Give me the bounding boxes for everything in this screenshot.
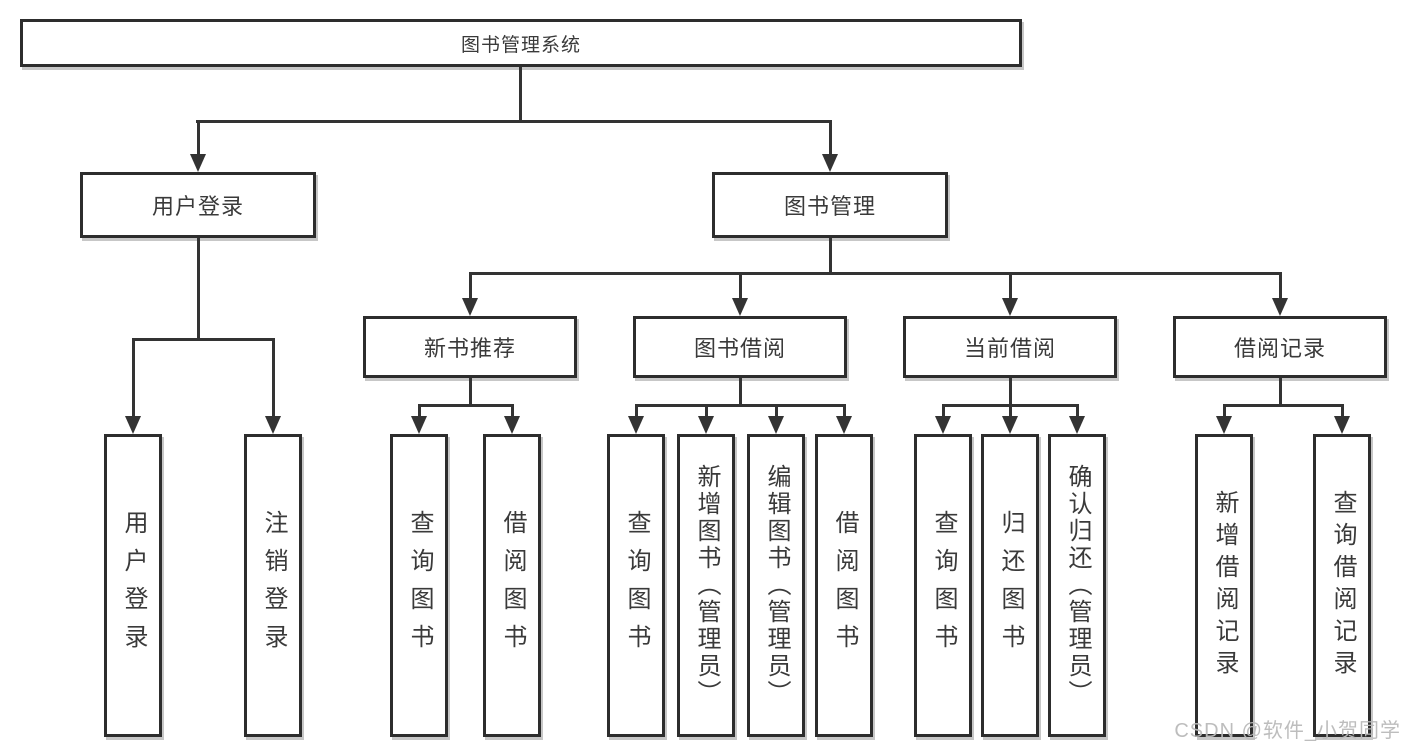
arrow-down-icon [1334, 416, 1350, 434]
connector-line [1279, 378, 1282, 404]
arrow-down-icon [698, 416, 714, 434]
connector-line [739, 378, 742, 404]
arrow-down-icon [190, 154, 206, 172]
arrow-down-icon [1002, 416, 1018, 434]
connector-line [197, 120, 200, 156]
connector-line [469, 272, 472, 298]
connector-line [739, 272, 742, 298]
leaf-add-books-admin: 新增图书（管理员） [677, 434, 735, 737]
arrow-down-icon [822, 154, 838, 172]
leaf-query-books-recommend: 查询图书 [390, 434, 448, 737]
arrow-down-icon [411, 416, 427, 434]
connector-line [843, 404, 846, 416]
connector-line [469, 272, 1282, 275]
node-root: 图书管理系统 [20, 19, 1022, 67]
arrow-down-icon [768, 416, 784, 434]
node-current-borrow-label: 当前借阅 [963, 336, 1056, 361]
connector-line [511, 404, 514, 416]
leaf-confirm-return-admin-label: 确认归还（管理员） [1064, 464, 1091, 707]
connector-line [418, 404, 514, 407]
leaf-query-books-recommend-label: 查询图书 [406, 509, 433, 662]
arrow-down-icon [504, 416, 520, 434]
connector-line [705, 404, 708, 416]
node-book-borrow-label: 图书借阅 [693, 336, 786, 361]
arrow-down-icon [1069, 416, 1085, 434]
leaf-edit-books-admin-label: 编辑图书（管理员） [763, 464, 790, 707]
connector-line [775, 404, 778, 416]
arrow-down-icon [836, 416, 852, 434]
connector-line [1076, 404, 1079, 416]
leaf-return-books-label: 归还图书 [997, 509, 1024, 662]
leaf-confirm-return-admin: 确认归还（管理员） [1048, 434, 1106, 737]
node-borrow-records: 借阅记录 [1173, 316, 1387, 378]
arrow-down-icon [265, 416, 281, 434]
leaf-query-books-label: 查询图书 [623, 509, 650, 662]
watermark: CSDN @软件_小贺同学 [1174, 720, 1401, 742]
node-new-book-recommend: 新书推荐 [363, 316, 577, 378]
leaf-return-books: 归还图书 [981, 434, 1039, 737]
leaf-logout: 注销登录 [244, 434, 302, 737]
leaf-add-books-admin-label: 新增图书（管理员） [693, 464, 720, 707]
connector-line [519, 67, 522, 120]
connector-line [196, 120, 832, 123]
node-user-login: 用户登录 [80, 172, 316, 238]
connector-line [1009, 272, 1012, 298]
connector-line [1223, 404, 1226, 416]
node-book-borrow: 图书借阅 [633, 316, 847, 378]
arrow-down-icon [1216, 416, 1232, 434]
connector-line [635, 404, 638, 416]
connector-line [1009, 404, 1012, 416]
leaf-query-books-current: 查询图书 [914, 434, 972, 737]
arrow-down-icon [1002, 298, 1018, 316]
node-book-management-label: 图书管理 [783, 194, 876, 219]
connector-line [418, 404, 421, 416]
leaf-borrow-books: 借阅图书 [815, 434, 873, 737]
connector-line [1341, 404, 1344, 416]
leaf-logout-label: 注销登录 [260, 509, 287, 662]
leaf-edit-books-admin: 编辑图书（管理员） [747, 434, 805, 737]
node-book-management: 图书管理 [712, 172, 948, 238]
leaf-user-login: 用户登录 [104, 434, 162, 737]
node-current-borrow: 当前借阅 [903, 316, 1117, 378]
connector-line [469, 378, 472, 404]
leaf-add-borrow-record-label: 新增借阅记录 [1211, 489, 1238, 682]
connector-line [829, 238, 832, 272]
connector-line [132, 338, 135, 416]
connector-line [829, 120, 832, 156]
connector-line [272, 338, 275, 416]
leaf-query-borrow-record-label: 查询借阅记录 [1329, 489, 1356, 682]
arrow-down-icon [935, 416, 951, 434]
connector-line [1279, 272, 1282, 298]
arrow-down-icon [628, 416, 644, 434]
leaf-borrow-books-recommend: 借阅图书 [483, 434, 541, 737]
arrow-down-icon [732, 298, 748, 316]
connector-line [942, 404, 945, 416]
node-borrow-records-label: 借阅记录 [1233, 336, 1326, 361]
leaf-add-borrow-record: 新增借阅记录 [1195, 434, 1253, 737]
connector-line [1223, 404, 1344, 407]
connector-line [635, 404, 846, 407]
connector-line [132, 338, 275, 341]
node-new-book-recommend-label: 新书推荐 [423, 336, 516, 361]
leaf-query-books: 查询图书 [607, 434, 665, 737]
node-user-login-label: 用户登录 [151, 194, 244, 219]
leaf-query-books-current-label: 查询图书 [930, 509, 957, 662]
arrow-down-icon [462, 298, 478, 316]
leaf-query-borrow-record: 查询借阅记录 [1313, 434, 1371, 737]
arrow-down-icon [125, 416, 141, 434]
connector-line [197, 238, 200, 338]
node-root-label: 图书管理系统 [460, 34, 581, 56]
connector-line [1009, 378, 1012, 404]
leaf-borrow-books-recommend-label: 借阅图书 [499, 509, 526, 662]
arrow-down-icon [1272, 298, 1288, 316]
leaf-borrow-books-label: 借阅图书 [831, 509, 858, 662]
leaf-user-login-label: 用户登录 [120, 509, 147, 662]
